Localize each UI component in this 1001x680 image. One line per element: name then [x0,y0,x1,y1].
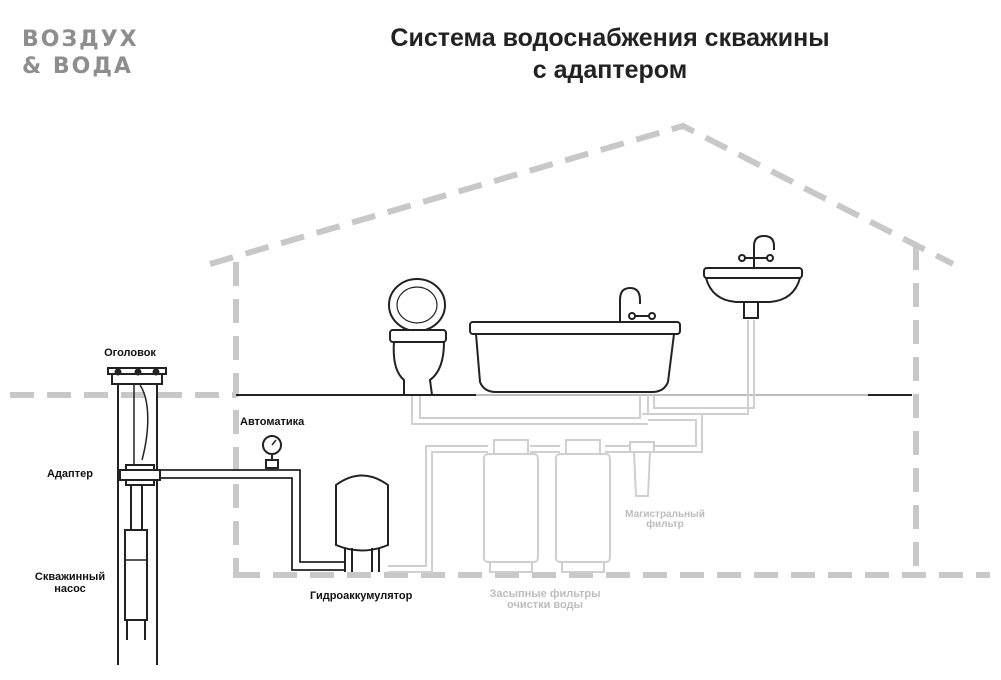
label-wellhead: Оголовок [104,347,156,359]
well-casing [117,383,158,665]
brand-logo-line1: ВОЗДУХ [22,27,139,52]
toilet [388,278,447,396]
backfill-filters [483,439,611,573]
hydro-accumulator [335,474,389,572]
label-pump-line1: Скважинный [34,571,106,583]
brand-logo-line2: & ВОДА [22,54,133,79]
diagram-title-line1: Система водоснабжения скважины [390,24,830,52]
pressure-gauge [262,435,282,470]
label-backfill-filters: Засыпные фильтры очистки воды [470,589,620,611]
sink [703,234,803,319]
label-adapter: Адаптер [47,468,93,480]
label-backfill-filters-line2: очистки воды [507,599,583,611]
submersible-pump [124,485,148,640]
house-outline [10,122,990,578]
label-main-filter-line2: фильтр [646,519,684,530]
adapter [119,464,161,486]
label-backfill-filters-line1: Засыпные фильтры [489,588,601,600]
label-accumulator: Гидроаккумулятор [310,590,413,602]
distribution-pipes [388,320,755,573]
label-main-filter: Магистральный фильтр [610,510,720,530]
label-main-filter-line1: Магистральный [625,509,705,520]
supply-pipe [160,469,345,571]
house-roof [209,122,955,267]
label-pump-line2: насос [54,583,86,595]
diagram-title-line2: с адаптером [532,56,688,84]
bathtub [469,286,681,393]
main-filter [629,441,655,497]
label-automation: Автоматика [240,416,305,428]
label-pump: Скважинный насос [18,571,122,595]
brand-logo: ВОЗДУХ & ВОДА [22,26,139,80]
wellhead [107,367,167,461]
